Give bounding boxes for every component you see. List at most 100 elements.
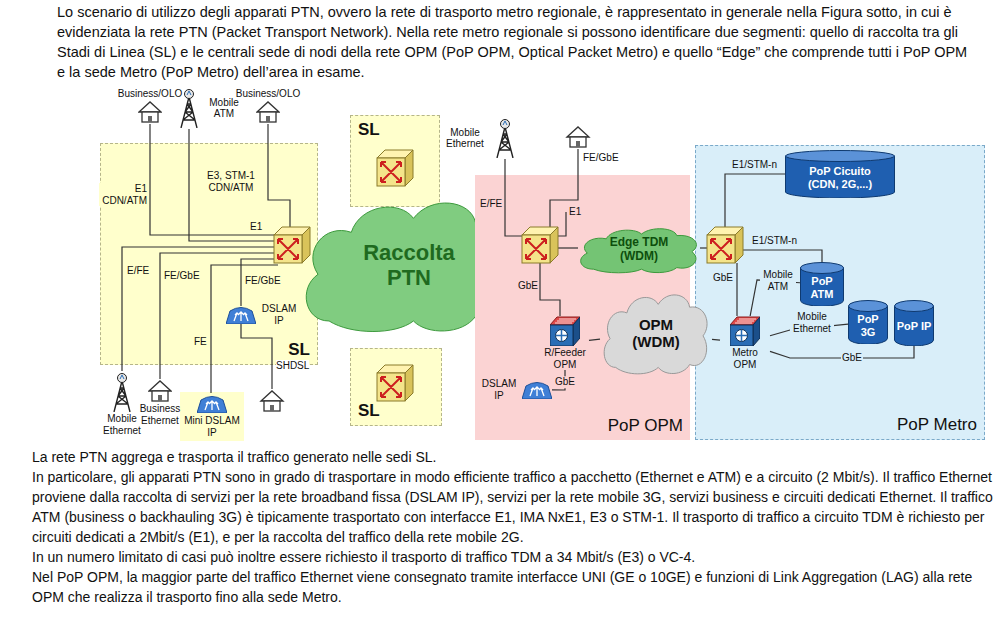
router-arrows: [736, 330, 747, 341]
node-label: PoP Metro: [897, 415, 977, 435]
text-label-box: FE/GbE: [583, 152, 619, 164]
router-side: [753, 317, 760, 346]
house-body: [142, 112, 158, 122]
text-label-box: E/FE: [480, 198, 502, 210]
house-body: [152, 391, 168, 401]
network-cloud: Edge TDM (WDM): [576, 226, 702, 274]
edge-label-box: Mobile ATM: [760, 269, 796, 292]
switch-side: [735, 227, 743, 263]
house-node: Business/OLO: [236, 88, 300, 123]
text-label: Lo scenario di utilizzo degli apparati P…: [57, 2, 975, 82]
wire-line: [558, 247, 578, 248]
switch-front: [522, 235, 550, 263]
node-label: DSLAM IP: [480, 378, 518, 401]
wire-line: [736, 263, 737, 316]
router-side: [573, 317, 580, 346]
text-label-box: E1: [250, 221, 262, 233]
router-node: Metro OPM: [720, 316, 770, 370]
tower-signal: [503, 121, 507, 125]
text-label: FE: [194, 336, 207, 348]
paragraph: Nel PoP OPM, la maggior parte del traffi…: [32, 567, 998, 607]
node-label: SL: [288, 340, 310, 360]
text-label: E/FE: [127, 265, 149, 277]
text-label-box: FE: [194, 336, 207, 348]
router-ring: [556, 330, 568, 342]
house-door: [270, 405, 274, 411]
node-label: Raccolta PTN: [354, 240, 464, 291]
house-node: Business/OLO: [118, 88, 182, 123]
node-label: Mobile Ethernet: [98, 413, 146, 436]
house-roof: [567, 127, 589, 137]
text-label-box: GbE: [713, 272, 733, 284]
house-symbol: [261, 391, 283, 411]
text-label: FE/GbE: [245, 275, 281, 287]
router-front: [730, 325, 753, 346]
text-label: GbE: [518, 280, 538, 292]
node-label: SL: [358, 120, 380, 140]
dslam-icon: [197, 395, 227, 413]
text-label: E3, STM-1 CDN/ATM: [195, 170, 267, 193]
cylinder-top: [895, 301, 934, 312]
mini-dslam-box: Mini DSLAM IP: [180, 392, 244, 441]
house-roof: [149, 381, 171, 391]
dslam-icon: [522, 381, 552, 399]
tower-lattice: [497, 127, 513, 158]
router-node: R/Feeder OPM: [541, 316, 589, 370]
node-label: PoP IP: [897, 320, 932, 333]
wire-line: [160, 253, 274, 379]
network-cloud: OPM (WDM): [600, 290, 712, 376]
wire-line: [189, 129, 274, 241]
switch-side: [550, 227, 558, 263]
node-label: SL: [358, 401, 380, 421]
tower-node: Mobile Ethernet: [98, 372, 146, 436]
switch-arrows: [711, 239, 731, 259]
node-label: PoP ATM: [801, 275, 843, 300]
house-body: [260, 112, 276, 122]
house-icon: [138, 101, 162, 123]
tower-node: Mobile ATM: [178, 88, 244, 128]
edge-label-box: GbE: [554, 376, 576, 388]
router-arrows: [556, 330, 567, 341]
text-label: E1: [569, 206, 581, 218]
router-stripes: [735, 319, 756, 323]
text-label-box: E1 CDN/ATM: [99, 183, 147, 206]
dslam-arrows: [205, 401, 219, 410]
pop-cylinder: PoP ATM: [800, 262, 844, 306]
text-label: FE/GbE: [583, 152, 619, 164]
edge-label: Mobile Ethernet: [790, 311, 834, 334]
router-front: [550, 325, 573, 346]
edge-label: GbE: [554, 376, 576, 388]
switch-front: [274, 235, 302, 263]
node-label: PoP OPM: [608, 416, 683, 436]
switch-front: [377, 158, 405, 186]
text-label-box: E/FE: [127, 265, 149, 277]
switch-arrows: [526, 239, 546, 259]
node-label: Edge TDM (WDM): [599, 236, 679, 264]
switch-front: [707, 235, 735, 263]
switch-side: [405, 150, 413, 186]
house-door: [148, 116, 152, 122]
house-door: [266, 116, 270, 122]
wire-line: [700, 247, 707, 248]
node-label: PoP 3G: [849, 313, 887, 338]
edge-label: Mobile ATM: [760, 269, 796, 292]
cylinder-body: [786, 156, 895, 198]
text-label: FE/GbE: [164, 270, 200, 282]
pop-cylinder: PoP 3G: [848, 300, 888, 344]
node-label: Mobile ATM: [204, 97, 244, 120]
node-label: Metro OPM: [720, 347, 770, 370]
tower-antenna: [118, 374, 127, 383]
text-label-box: E1/STM-n: [752, 235, 797, 247]
dslam-body: [226, 307, 256, 324]
cloud-outline: [581, 229, 697, 273]
router-icon: [550, 316, 580, 346]
wire-line: [725, 174, 785, 227]
tower-icon: [494, 118, 516, 158]
ptn-switch-symbol: [377, 150, 413, 186]
wire-line: [268, 124, 290, 227]
tower-signal: [187, 91, 191, 95]
dslam-body: [197, 397, 227, 414]
ptn-switch-symbol: [522, 227, 558, 263]
cylinder-top: [849, 301, 888, 312]
node-label: R/Feeder OPM: [541, 347, 589, 370]
